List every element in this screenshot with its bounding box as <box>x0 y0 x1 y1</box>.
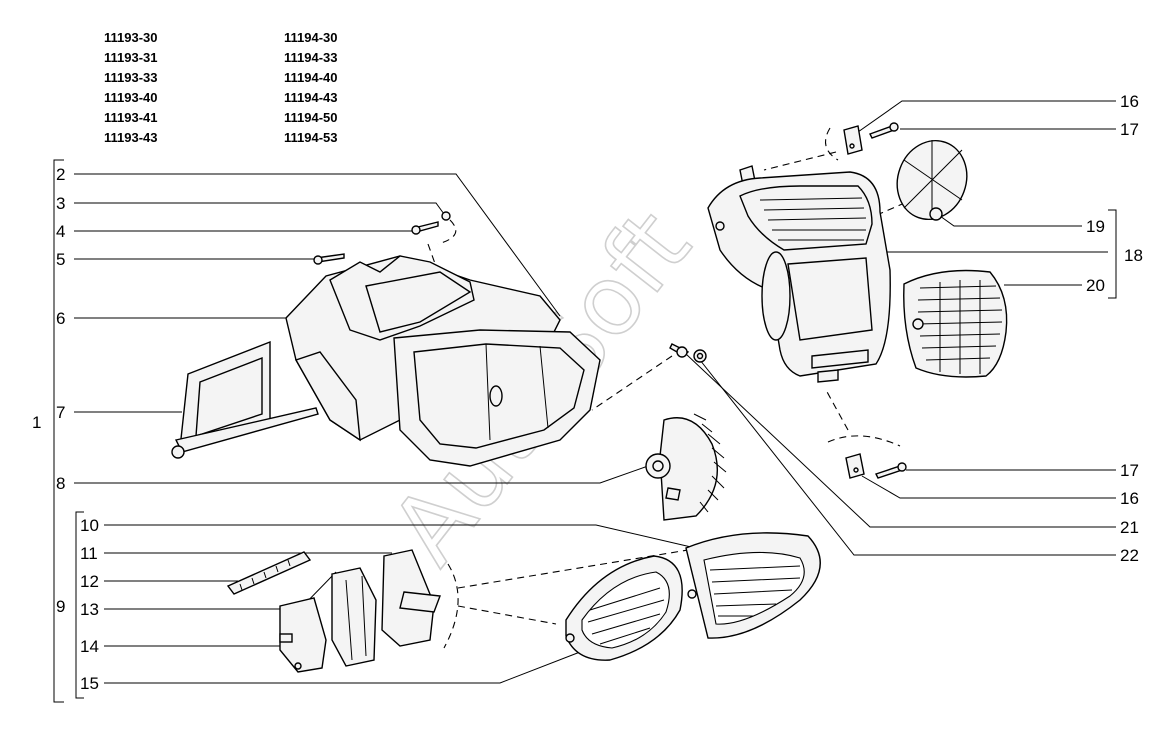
callout-17-top: 17 <box>1120 120 1139 139</box>
part-17-screw-bottom <box>875 462 907 479</box>
group-9-bracket <box>75 511 84 699</box>
part-18-deflector-housing <box>707 165 891 383</box>
dash-arc-9 <box>443 563 459 649</box>
part-16-clip-bottom <box>845 453 865 479</box>
model-list-right: 11194-30 11194-33 11194-40 11194-43 1119… <box>284 28 338 148</box>
arrow-flap-to-grille-15 <box>457 605 557 625</box>
callout-19: 19 <box>1086 217 1105 236</box>
callout-7: 7 <box>56 403 65 422</box>
model-code: 11193-41 <box>104 110 158 125</box>
part-12-comb <box>226 551 312 595</box>
model-code: 11193-40 <box>104 90 158 105</box>
part-19-cover <box>896 139 968 221</box>
part-22-nut <box>693 349 707 363</box>
callout-4: 4 <box>56 222 65 241</box>
callout-12: 12 <box>80 572 99 591</box>
part-3-clip <box>441 211 451 221</box>
callout-17-bottom: 17 <box>1120 461 1139 480</box>
part-11-bracket <box>381 549 441 647</box>
leader-3 <box>74 202 445 215</box>
arrow-screw-to-housing <box>591 355 673 411</box>
group-1-bracket <box>53 159 64 703</box>
leader-16-bottom <box>861 475 1116 499</box>
leader-16-top <box>857 100 1116 133</box>
model-code: 11193-33 <box>104 70 158 85</box>
model-code: 11194-30 <box>284 30 338 45</box>
callout-16-top: 16 <box>1120 92 1139 111</box>
callout-8: 8 <box>56 474 65 493</box>
part-17-screw-top <box>869 122 899 139</box>
part-20-outer-grille <box>903 269 1008 378</box>
dash-arc-17 <box>827 435 901 447</box>
part-14-damper <box>279 597 327 673</box>
callout-11: 11 <box>80 544 98 563</box>
leader-15 <box>104 651 581 684</box>
callout-13: 13 <box>80 600 99 619</box>
leader-2 <box>74 173 561 317</box>
callout-2: 2 <box>56 165 65 184</box>
callout-20: 20 <box>1086 276 1105 295</box>
callout-16-bottom: 16 <box>1120 489 1139 508</box>
model-code: 11194-40 <box>284 70 338 85</box>
model-code: 11194-53 <box>284 130 338 145</box>
leader-22 <box>699 359 1116 556</box>
part-10-side-grille <box>685 532 821 639</box>
model-code: 11194-43 <box>284 90 338 105</box>
callout-3: 3 <box>56 194 65 213</box>
callout-14: 14 <box>80 637 99 656</box>
leader-10 <box>104 524 705 551</box>
model-code: 11193-31 <box>104 50 158 65</box>
group-18-bracket <box>1108 209 1117 299</box>
part-6-heater-housing <box>285 255 601 467</box>
part-7-air-flap <box>171 340 319 459</box>
callout-22: 22 <box>1120 546 1139 565</box>
callout-5: 5 <box>56 250 65 269</box>
leader-8 <box>74 465 649 484</box>
part-8-control-sector <box>645 413 727 521</box>
part-13-frame <box>331 567 377 667</box>
model-code: 11193-43 <box>104 130 158 145</box>
callout-6: 6 <box>56 309 65 328</box>
part-16-clip-top <box>843 125 863 155</box>
arrow-flap-to-grille-10 <box>457 547 701 589</box>
model-list-left: 11193-30 11193-31 11193-33 11193-40 1119… <box>104 28 158 148</box>
model-code: 11193-30 <box>104 30 158 45</box>
model-code: 11194-33 <box>284 50 338 65</box>
group-1-label: 1 <box>32 413 41 432</box>
arrow-clip-bottom-to-deflector <box>825 389 849 431</box>
dash-arc-16 <box>824 127 839 161</box>
model-code: 11194-50 <box>284 110 338 125</box>
group-9-label: 9 <box>56 597 65 616</box>
callout-21: 21 <box>1120 518 1139 537</box>
leader-21 <box>685 353 1116 528</box>
dash-arc-3 <box>437 219 457 245</box>
part-21-screw <box>669 343 690 358</box>
callout-10: 10 <box>80 516 99 535</box>
arrow-clip-to-deflector <box>763 151 837 171</box>
part-15-center-grille <box>565 555 683 661</box>
callout-15: 15 <box>80 674 99 693</box>
part-5-screw <box>313 253 345 265</box>
leader-19 <box>939 215 1082 227</box>
group-18-label: 18 <box>1124 246 1143 265</box>
part-4-screw <box>411 221 439 235</box>
